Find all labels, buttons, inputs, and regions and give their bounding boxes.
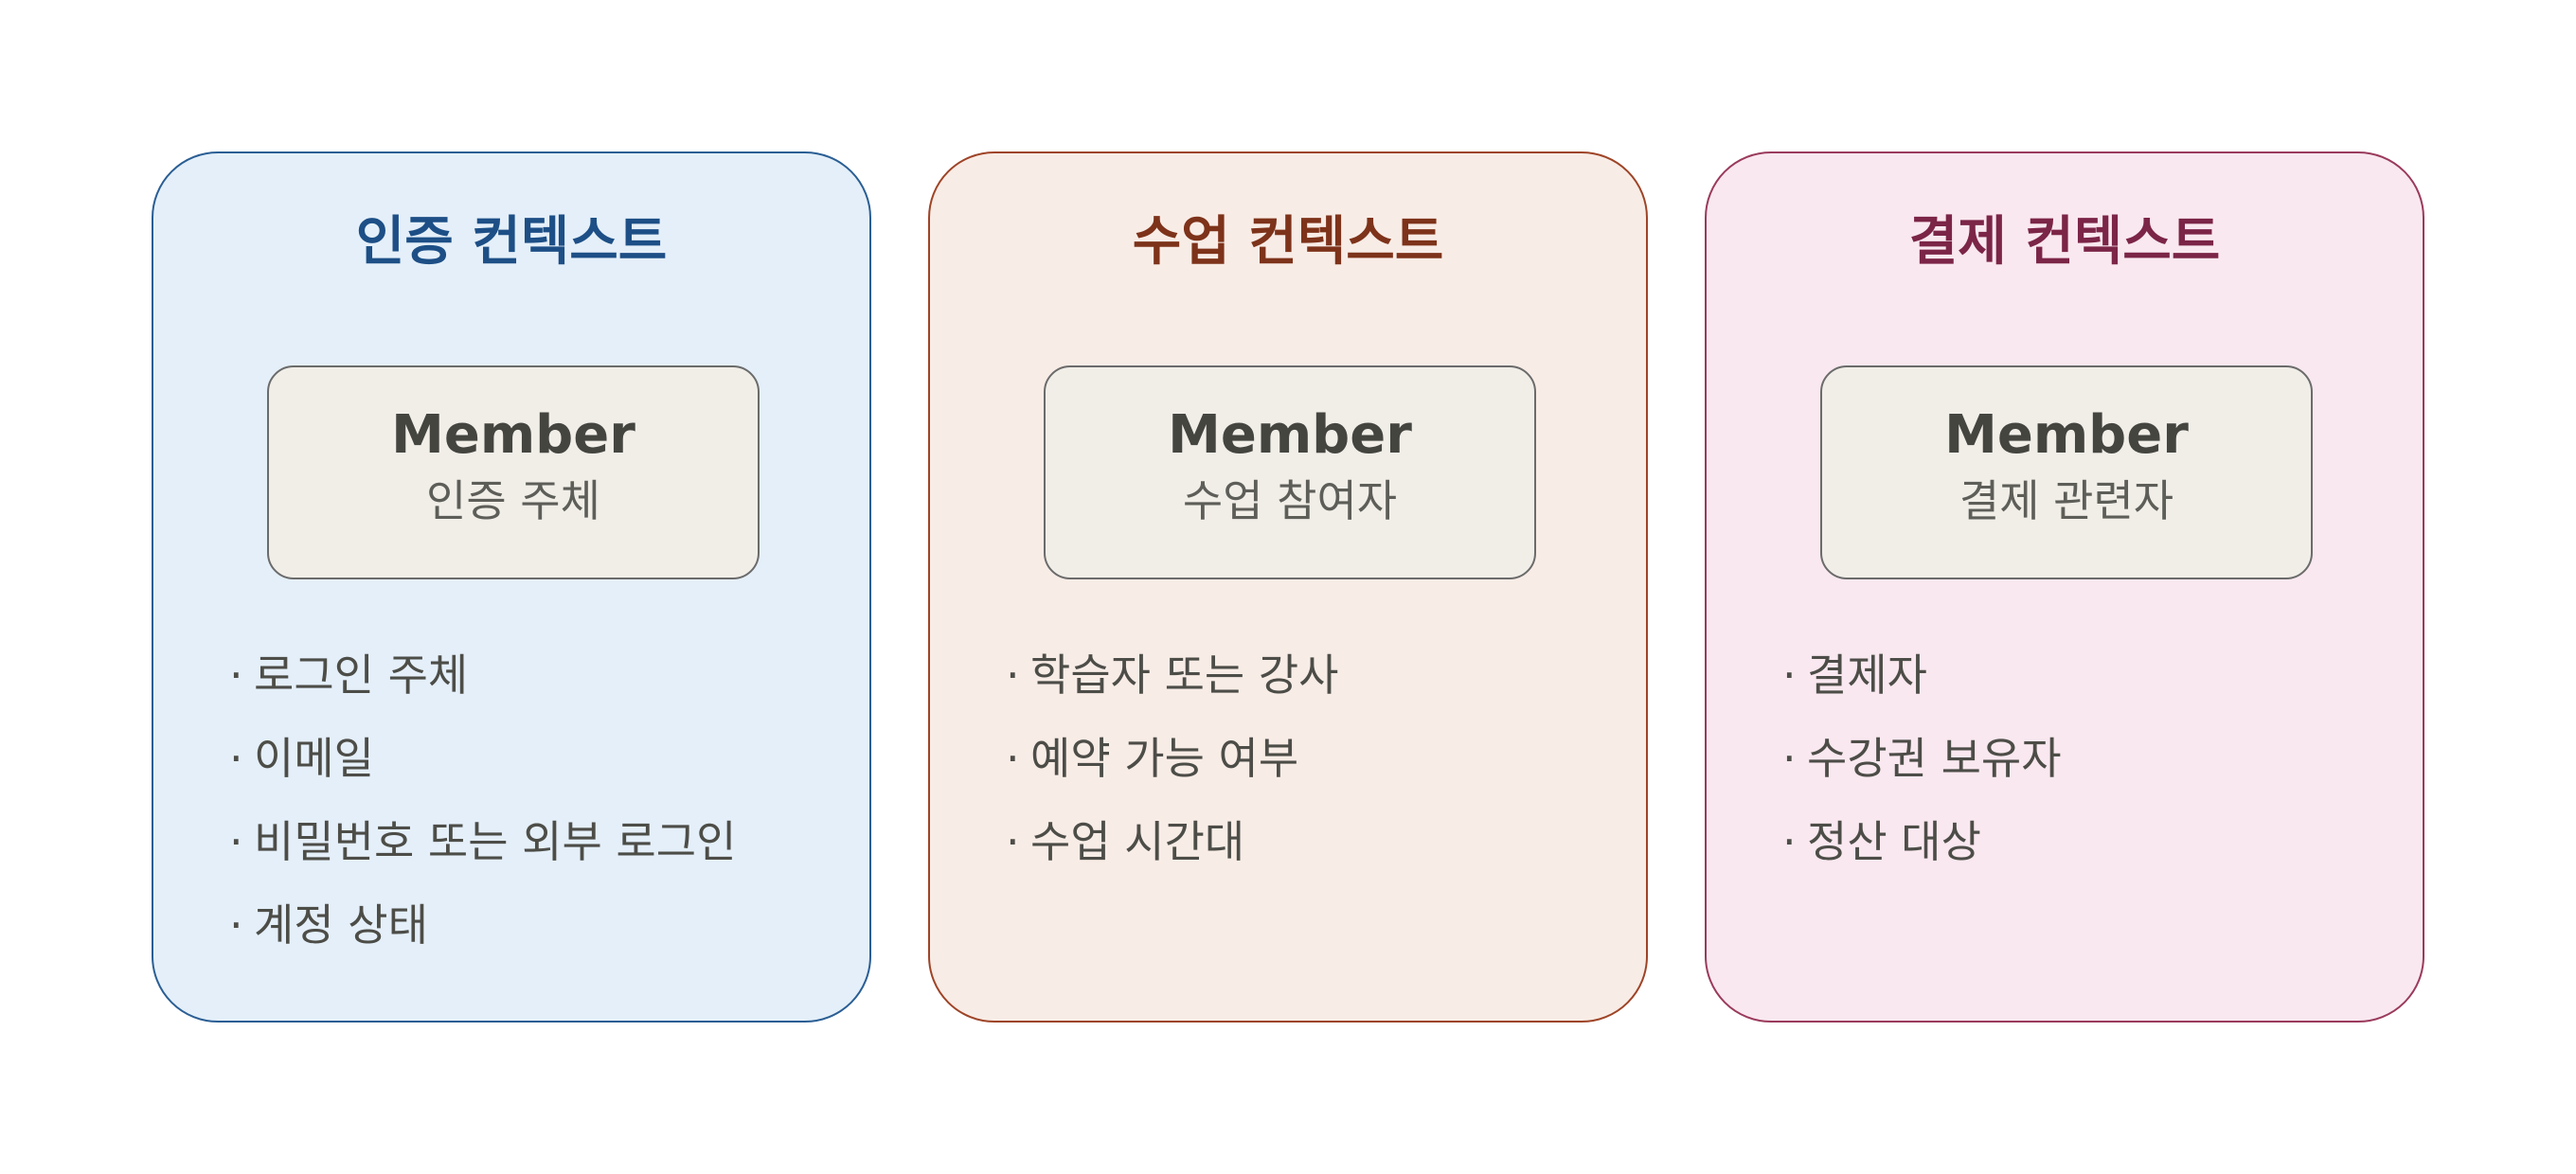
attribute-item: ·결제자: [1782, 642, 2404, 725]
attribute-item: ·수강권 보유자: [1782, 725, 2404, 809]
attribute-item: ·로그인 주체: [229, 642, 850, 725]
attribute-list: ·결제자 ·수강권 보유자 ·정산 대상: [1782, 642, 2404, 892]
attribute-item: ·예약 가능 여부: [1006, 725, 1627, 809]
bullet-dot: ·: [1006, 649, 1020, 701]
member-entity-box: Member 수업 참여자: [1044, 365, 1536, 579]
context-panel-class: 수업 컨텍스트 Member 수업 참여자 ·학습자 또는 강사 ·예약 가능 …: [928, 151, 1648, 1023]
attribute-item: ·학습자 또는 강사: [1006, 642, 1627, 725]
bullet-dot: ·: [1782, 733, 1797, 784]
member-name: Member: [391, 404, 635, 466]
context-title: 인증 컨텍스트: [355, 211, 668, 273]
member-entity-box: Member 인증 주체: [267, 365, 760, 579]
member-role: 수업 참여자: [1182, 475, 1398, 526]
member-name: Member: [1168, 404, 1412, 466]
context-title: 결제 컨텍스트: [1908, 211, 2221, 273]
bullet-dot: ·: [1782, 649, 1797, 701]
member-entity-box: Member 결제 관련자: [1820, 365, 2313, 579]
attribute-item: ·이메일: [229, 725, 850, 809]
context-title: 수업 컨텍스트: [1132, 211, 1444, 273]
bullet-dot: ·: [229, 899, 243, 951]
member-name: Member: [1944, 404, 2189, 466]
bullet-dot: ·: [1006, 816, 1020, 867]
attribute-item: ·정산 대상: [1782, 809, 2404, 892]
attribute-list: ·학습자 또는 강사 ·예약 가능 여부 ·수업 시간대: [1006, 642, 1627, 892]
bullet-dot: ·: [1006, 733, 1020, 784]
attribute-item: ·수업 시간대: [1006, 809, 1627, 892]
attribute-item: ·계정 상태: [229, 892, 850, 975]
context-panel-auth: 인증 컨텍스트 Member 인증 주체 ·로그인 주체 ·이메일 ·비밀번호 …: [152, 151, 871, 1023]
bullet-dot: ·: [229, 649, 243, 701]
bullet-dot: ·: [229, 816, 243, 867]
bullet-dot: ·: [1782, 816, 1797, 867]
context-panel-payment: 결제 컨텍스트 Member 결제 관련자 ·결제자 ·수강권 보유자 ·정산 …: [1705, 151, 2424, 1023]
attribute-list: ·로그인 주체 ·이메일 ·비밀번호 또는 외부 로그인 ·계정 상태: [229, 642, 850, 975]
member-role: 결제 관련자: [1959, 475, 2174, 526]
attribute-item: ·비밀번호 또는 외부 로그인: [229, 809, 850, 892]
bullet-dot: ·: [229, 733, 243, 784]
member-role: 인증 주체: [426, 475, 600, 526]
